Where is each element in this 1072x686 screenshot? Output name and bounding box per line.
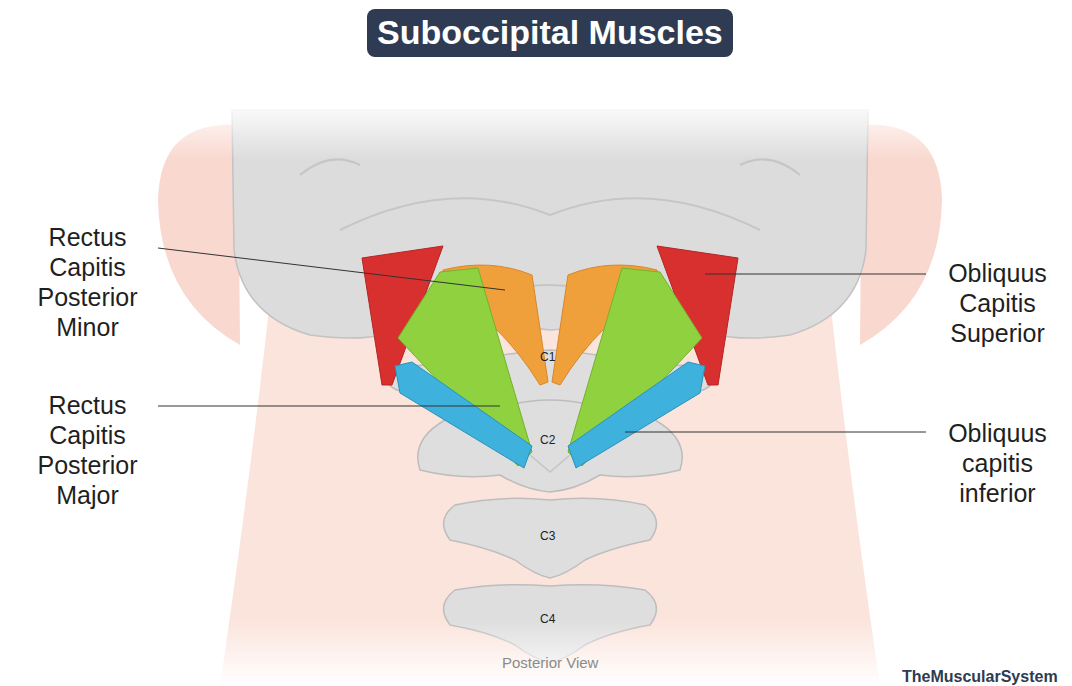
muscle-label: Obliquus Capitis Superior xyxy=(930,258,1065,348)
muscle-label: Rectus Capitis Posterior Minor xyxy=(20,222,155,342)
muscle-label: Rectus Capitis Posterior Major xyxy=(20,390,155,510)
title-banner: Suboccipital Muscles xyxy=(367,9,733,57)
view-caption: Posterior View xyxy=(502,654,598,671)
vertebra-label: C1 xyxy=(540,350,555,364)
muscle-label: Obliquus capitis inferior xyxy=(930,418,1065,508)
vertebra-label: C3 xyxy=(540,529,555,543)
vertebra-label: C4 xyxy=(540,612,555,626)
vertebra-label: C2 xyxy=(540,433,555,447)
watermark: TheMuscularSystem xyxy=(902,668,1058,686)
